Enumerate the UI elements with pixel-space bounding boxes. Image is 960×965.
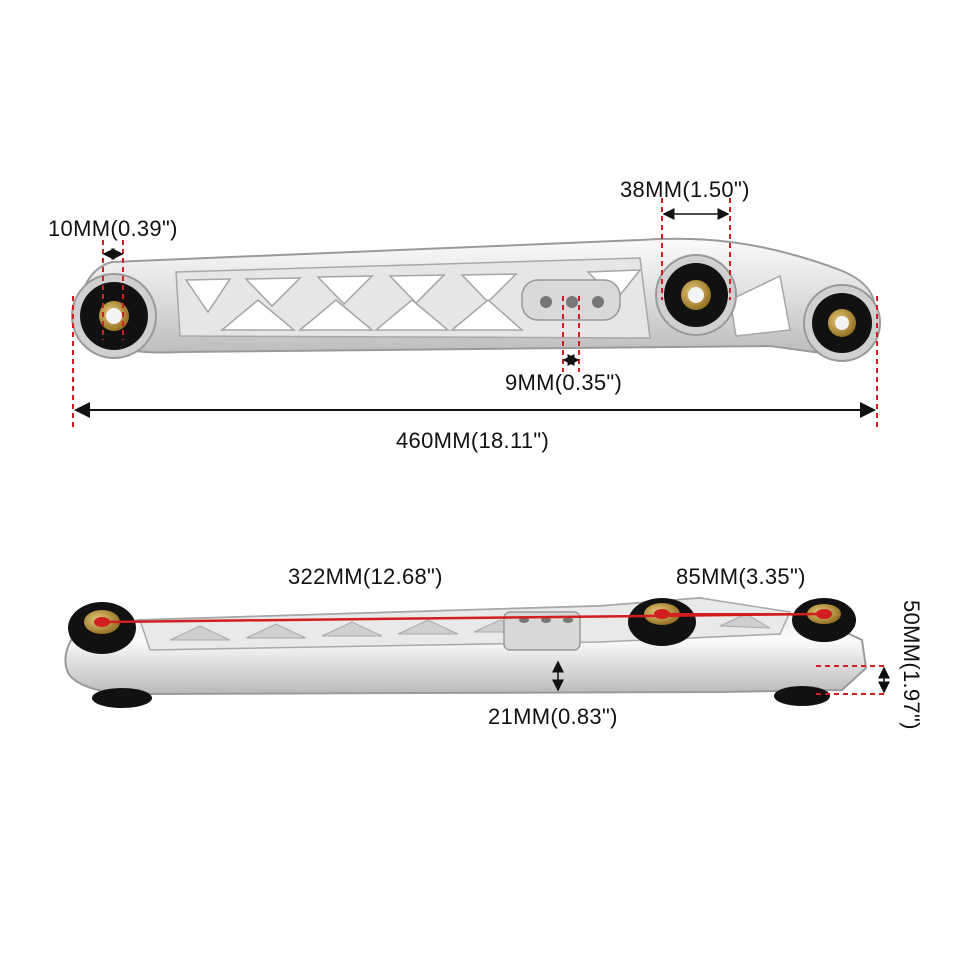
dim-label-bushing-spacing: 38MM(1.50") [620,177,750,202]
side-view-arm [64,596,868,708]
dim-label-bushing-bore: 10MM(0.39") [48,216,178,241]
top-view-arm [71,237,881,362]
dim-label-inner-span: 85MM(3.35") [676,564,806,589]
top-arm-truss-cutouts [184,269,642,331]
dim-label-slot-spacing: 9MM(0.35") [505,370,623,395]
dim-label-center-to-center: 322MM(12.68") [288,564,443,589]
top-left-bushing [71,273,157,359]
dim-label-body-height: 21MM(0.83") [488,704,618,729]
side-right-bushing [774,598,856,706]
side-center-bushing [628,598,696,646]
side-dimension-lines [101,612,890,695]
dim-label-end-height: 50MM(1.97") [899,600,924,730]
top-dimension-lines [72,198,878,428]
top-right-bushing [803,284,881,362]
top-center-bushing [655,254,737,336]
dim-label-overall-length: 460MM(18.11") [396,428,550,453]
